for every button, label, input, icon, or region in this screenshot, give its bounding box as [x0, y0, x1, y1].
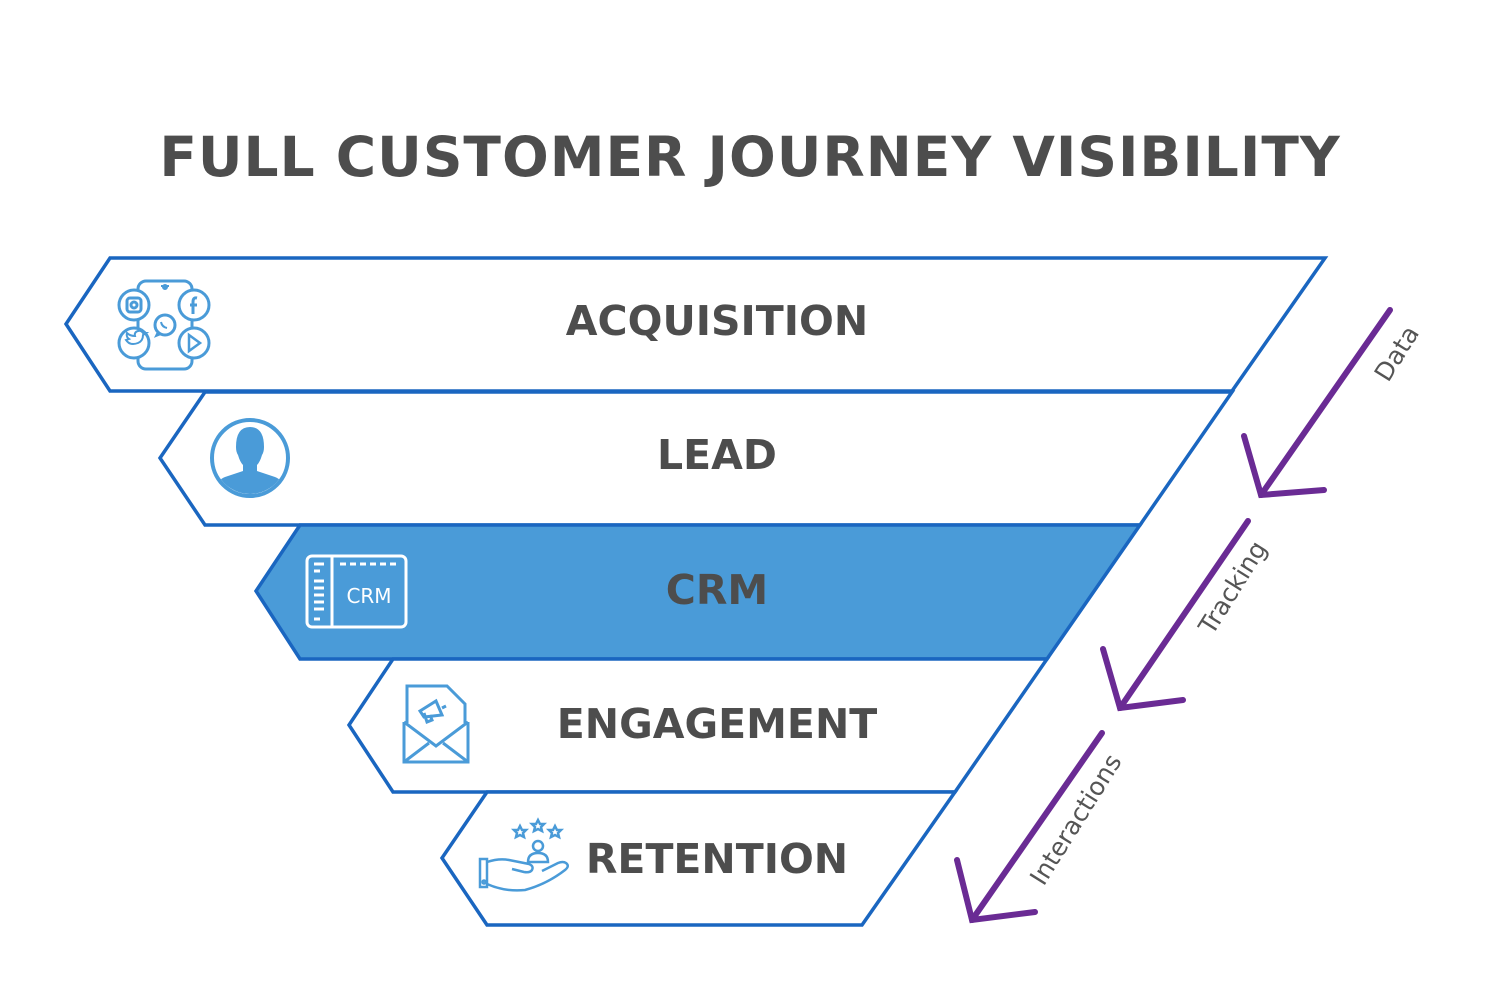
stage-label: ENGAGEMENT: [557, 700, 877, 748]
hand-user-stars-icon: [478, 817, 569, 892]
stage-label: RETENTION: [586, 835, 848, 883]
stage-lead: LEAD: [157, 390, 1236, 527]
diagram-title: FULL CUSTOMER JOURNEY VISIBILITY: [159, 125, 1341, 189]
stage-engagement: ENGAGEMENT: [346, 657, 1051, 794]
user-profile-icon: [210, 418, 290, 498]
social-media-phone-icon: [117, 279, 211, 371]
stage-band: [439, 790, 959, 927]
stage-label: ACQUISITION: [566, 297, 868, 345]
crm-icon-text: CRM: [346, 584, 391, 608]
stage-acquisition: ACQUISITION: [63, 256, 1329, 393]
stage-crm: CRM CRM: [253, 523, 1144, 661]
stage-label: LEAD: [657, 431, 777, 479]
crm-window-icon: CRM: [305, 554, 408, 629]
stage-label: CRM: [666, 566, 768, 614]
email-megaphone-icon: [402, 684, 470, 764]
stage-retention: RETENTION: [439, 790, 959, 927]
flow-arrow-interactions: Interactions: [954, 730, 1127, 924]
flow-arrow-tracking: Tracking: [1100, 518, 1273, 712]
